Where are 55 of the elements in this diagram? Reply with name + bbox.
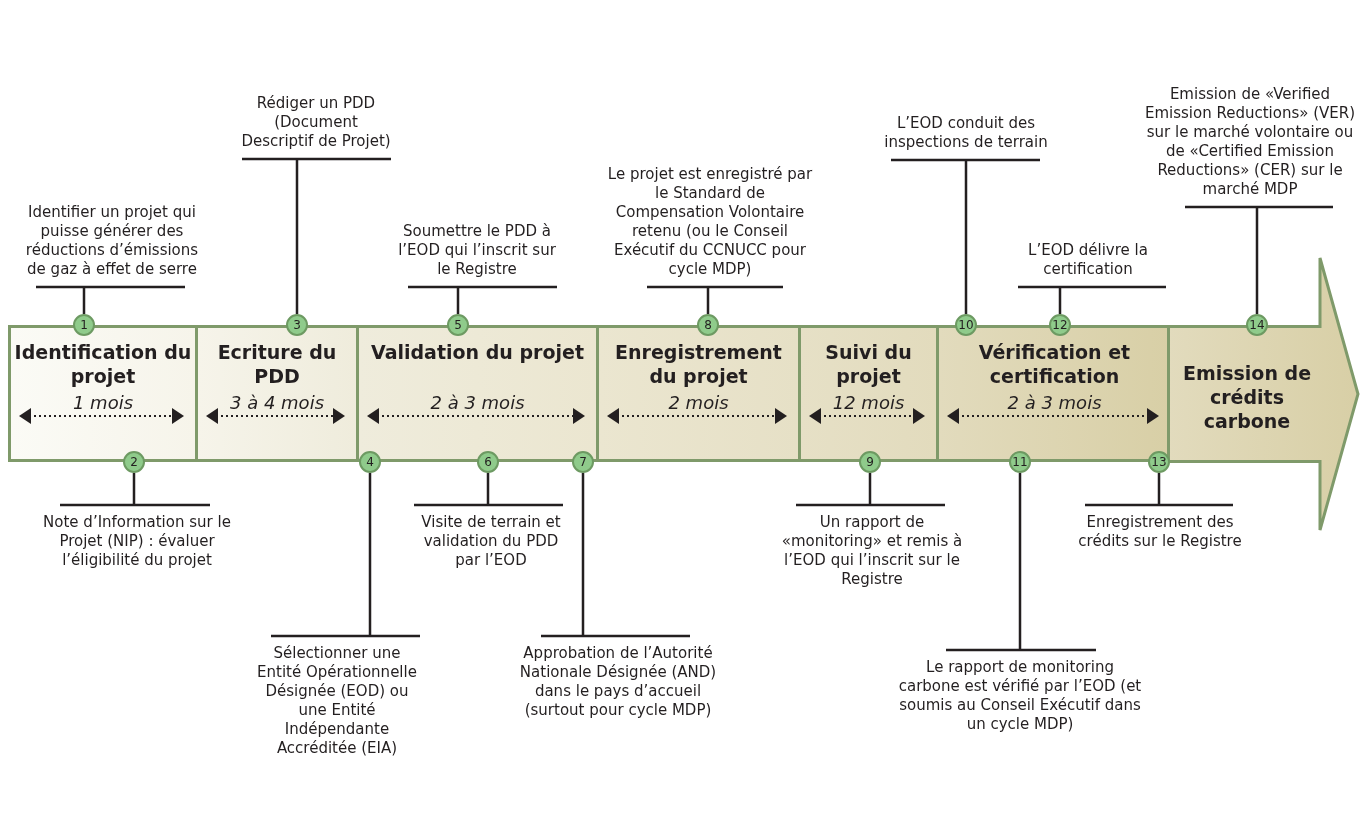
number-badge: 1 [73, 314, 95, 336]
annotation-text: Sélectionner une Entité Opérationnelle Désignée (EOD) ou une Entité Indépendante Accréditée (EIA) [257, 636, 417, 758]
phase-title: Suivi du projet [824, 340, 913, 388]
phase-title: Validation du projet [370, 340, 585, 364]
duration-text: 2 à 3 mois [429, 392, 526, 414]
duration-text: 3 à 4 mois [229, 392, 325, 414]
number-badge: 10 [955, 314, 977, 336]
leader-line [889, 158, 1042, 316]
number-badge: 12 [1049, 314, 1071, 336]
duration-text: 2 mois [667, 392, 730, 414]
annotation-text: L’EOD conduit des inspections de terrain [881, 75, 1051, 160]
number-badge: 3 [286, 314, 308, 336]
duration-text: 2 à 3 mois [1006, 392, 1103, 414]
annotation-text: Enregistrement des crédits sur le Registre [1070, 505, 1250, 551]
phase-title: Vérification et certification [977, 340, 1132, 388]
number-badge: 6 [477, 451, 499, 473]
leader-line [1016, 285, 1168, 316]
leader-line [406, 285, 559, 316]
annotation-text: Le projet est enregistré par le Standard de Compensation Volontaire retenu (ou le Conseil Exécutif du CCNUCC pour cycle MDP) [602, 95, 818, 287]
annotation-text: Emission de «Verified Emission Reductions» (VER) sur le marché volontaire ou de «Certified Emission Reductions» (CER) sur le marché MDP [1137, 5, 1360, 207]
number-badge: 11 [1009, 451, 1031, 473]
annotation-text: Note d’Information sur le Projet (NIP) : évaluer l’éligibilité du projet [42, 505, 232, 570]
annotation-text: Un rapport de «monitoring» et remis à l’EOD qui l’inscrit sur le Registre [772, 505, 972, 589]
leader-line [269, 471, 422, 638]
annotation-text: Visite de terrain et validation du PDD par l’EOD [411, 505, 571, 570]
leader-line [240, 157, 393, 316]
number-badge: 13 [1148, 451, 1170, 473]
annotation-text: Approbation de l’Autorité Nationale Désignée (AND) dans le pays d’accueil (surtout pour cycle MDP) [518, 636, 718, 720]
leader-line [34, 285, 187, 316]
phase-title: Ecriture du PDD [216, 340, 338, 388]
phase-title: Identification du projet [13, 340, 193, 388]
phase-title: Emission de crédits carbone [1181, 361, 1313, 433]
number-badge: 8 [697, 314, 719, 336]
number-badge: 14 [1246, 314, 1268, 336]
leader-line [645, 285, 785, 316]
number-badge: 9 [859, 451, 881, 473]
number-badge: 7 [572, 451, 594, 473]
leader-line [539, 471, 692, 638]
number-badge: 4 [359, 451, 381, 473]
annotation-text: Identifier un projet qui puisse générer des réductions d’émissions de gaz à effet de serre [22, 90, 202, 287]
phase-title: Enregistrement du projet [614, 340, 783, 388]
leader-line [58, 471, 212, 507]
leader-line [412, 471, 565, 507]
duration-text: 12 mois [831, 392, 906, 414]
annotation-text: Rédiger un PDD (Document Descriptif de Projet) [236, 45, 396, 159]
annotation-text: Soumettre le PDD à l’EOD qui l’inscrit sur le Registre [397, 170, 557, 287]
leader-line [794, 471, 947, 507]
duration-text: 1 mois [71, 392, 135, 414]
leader-line [1083, 471, 1235, 507]
leader-line [944, 471, 1098, 652]
annotation-text: Le rapport de monitoring carbone est vérifié par l’EOD (et soumis au Conseil Exécutif dans un cycle MDP) [895, 650, 1145, 734]
number-badge: 2 [123, 451, 145, 473]
leader-line [1183, 205, 1335, 316]
annotation-text: L’EOD délivre la certification [1008, 215, 1168, 287]
number-badge: 5 [447, 314, 469, 336]
